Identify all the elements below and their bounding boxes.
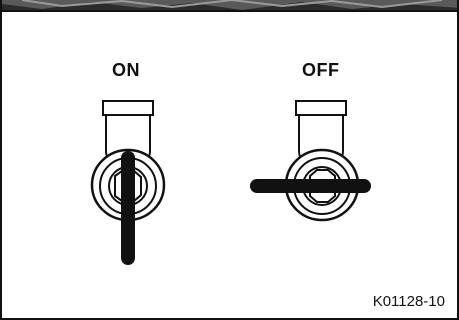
figure-code: K01128-10 [373,293,445,310]
valve-off-body [286,101,358,220]
